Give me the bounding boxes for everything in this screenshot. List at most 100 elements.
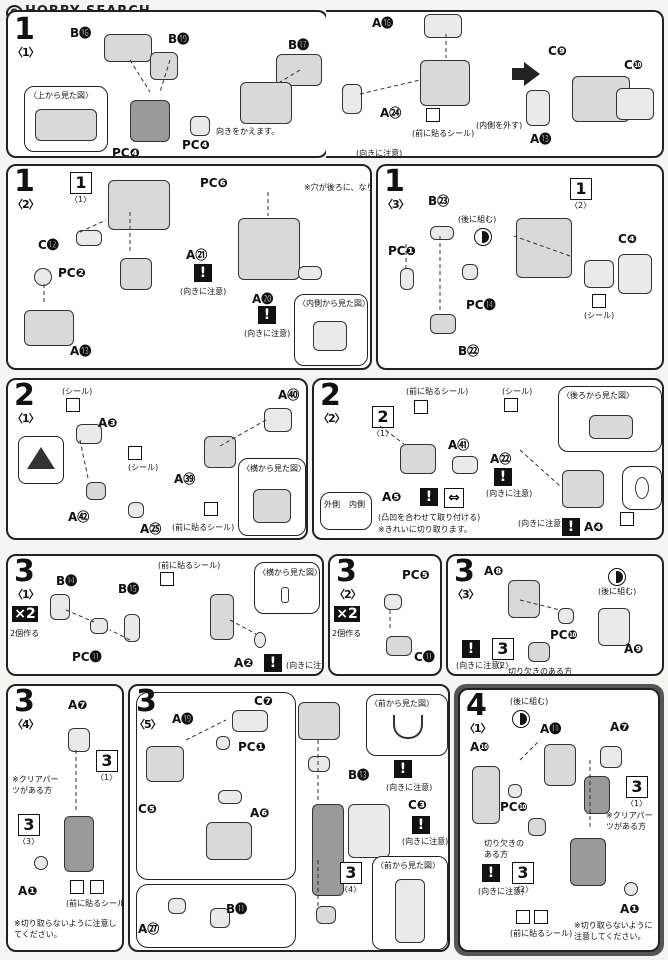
body-part-shape	[120, 258, 152, 290]
a-part-shape	[452, 456, 478, 474]
step-number: 3	[14, 684, 35, 719]
subassembly-frame	[136, 692, 296, 880]
ref-step-box: 1	[70, 172, 92, 194]
ref-step-box: 3	[626, 776, 648, 798]
ref-step-sub: 〈1〉	[96, 773, 118, 782]
multiply-badge: ×2	[334, 606, 360, 622]
warning-icon: !	[264, 654, 282, 672]
warning-icon: !	[194, 264, 212, 282]
step-sub: 〈1〉	[12, 588, 40, 601]
part-label: PC❻	[200, 176, 228, 190]
part-label: A❻	[250, 806, 270, 820]
panel-step-1-1-right: A⓰ A㉔ (前に貼るシール) (向きに注意) (内側を外す) C❾ C❿ A⓭	[326, 10, 664, 158]
ref-step-box: 1	[570, 178, 592, 200]
seal-icon	[90, 880, 104, 894]
leg-assembly-shape	[312, 804, 344, 896]
note-arch: (内側を外す)	[476, 121, 523, 130]
part-label: A❶	[620, 902, 640, 916]
leg-part-shape	[584, 776, 610, 814]
part-label: A⓰	[372, 16, 394, 30]
leg-part-shape	[508, 580, 540, 618]
part-label: A⓴	[252, 292, 274, 306]
part-label: A㊷	[68, 510, 90, 524]
a-part-shape	[624, 882, 638, 896]
ref-step-sub: 〈3〉	[18, 837, 40, 846]
part-label: C❾	[548, 44, 567, 58]
head-core-shape	[130, 100, 170, 142]
bubble-title: 〈上から見た図〉	[29, 91, 93, 100]
part-label: C❿	[624, 58, 643, 72]
step-sub: 〈1〉	[12, 46, 40, 59]
head-assembly-shape	[238, 218, 300, 280]
a-part-shape	[472, 766, 500, 824]
part-label: PC❶	[388, 244, 416, 258]
next-arrow-icon	[524, 62, 540, 86]
part-label: PC❺	[402, 568, 430, 582]
a-part-shape	[218, 790, 242, 804]
note-cut-side: 切り欠きのある方	[508, 667, 572, 676]
part-label: A❹	[584, 520, 604, 534]
part-label: A❽	[484, 564, 504, 578]
part-label: C❼	[254, 694, 273, 708]
pc-part-shape	[384, 594, 402, 610]
part-label: B⓰	[70, 26, 92, 40]
seal-icon	[426, 108, 440, 122]
seal-icon	[204, 502, 218, 516]
note-seal: (シール)	[62, 387, 93, 396]
step-sub: 〈1〉	[464, 722, 492, 735]
a-part-shape	[68, 728, 90, 752]
step-sub: 〈3〉	[452, 588, 480, 601]
label-inner: 内側	[349, 500, 365, 509]
note-seal: (シール)	[128, 463, 159, 472]
note-orient: (向きに注意)	[486, 489, 533, 498]
c-part-shape	[386, 636, 412, 656]
seal-icon	[414, 400, 428, 414]
bubble-title: 〈後ろから見た図〉	[562, 391, 634, 400]
c-part-shape	[616, 88, 654, 120]
arm-part-shape	[400, 444, 436, 474]
b-part-shape	[104, 34, 152, 62]
head-assembly-shape	[108, 180, 170, 230]
a-part-shape	[254, 632, 266, 648]
pc-part-shape	[216, 736, 230, 750]
a-part-shape	[342, 84, 362, 114]
panel-step-3-3: 3 〈3〉 A❽ (後に組む) PC❿ A❾ ! (向きに注意) 3 〈2〉 切…	[446, 554, 664, 676]
note-orient: (向きに注意)	[478, 887, 525, 896]
detail-bubble	[18, 436, 64, 484]
ref-step-box: 3	[492, 638, 514, 660]
note-cut-side: 切り欠きのある方	[484, 839, 524, 859]
part-label: A❾	[624, 642, 644, 656]
step-number: 3	[14, 554, 35, 589]
pc-part-shape	[400, 268, 414, 290]
part-label: B⓳	[168, 32, 190, 46]
warning-icon: !	[562, 518, 580, 536]
c-part-shape	[618, 254, 652, 294]
c-part-shape	[348, 804, 390, 858]
ref-step-sub: 〈2〉	[570, 201, 592, 210]
front-view-bubble: 〈前から見た図〉	[366, 694, 448, 756]
panel-step-3-4: 3 〈4〉 A❼ 3 〈1〉 ※クリアパーツがある方 3 〈3〉 A❶ (前に貼…	[6, 684, 124, 952]
front-view-bubble: 〈前から見た図〉	[372, 856, 448, 950]
step-number: 4	[466, 688, 487, 723]
ref-step-sub: 〈1〉	[626, 799, 648, 808]
note-orient: (向きに注意)	[518, 519, 565, 528]
part-label: B㉒	[458, 344, 480, 358]
warning-icon: !	[394, 760, 412, 778]
ref-step-box: 3	[340, 862, 362, 884]
leg-part-shape	[528, 642, 550, 662]
note-cutoff: ※切り取らないように注意してください。	[14, 919, 117, 939]
step-number: 1	[384, 164, 405, 199]
b-part-shape	[316, 906, 336, 924]
note-orient: (向きに注意)	[286, 661, 322, 670]
step-sub: 〈4〉	[12, 718, 40, 731]
part-label: PC❷	[58, 266, 86, 280]
part-label: B㉓	[428, 194, 450, 208]
note-back: (後に組む)	[598, 587, 637, 596]
step-sub: 〈1〉	[12, 412, 40, 425]
seal-icon	[66, 398, 80, 412]
b-part-shape	[276, 54, 322, 86]
c-part-shape	[232, 710, 268, 732]
leg-part-shape	[528, 818, 546, 836]
c-part-shape	[76, 230, 102, 246]
note-front-seal: (前に貼るシール)	[158, 561, 221, 570]
